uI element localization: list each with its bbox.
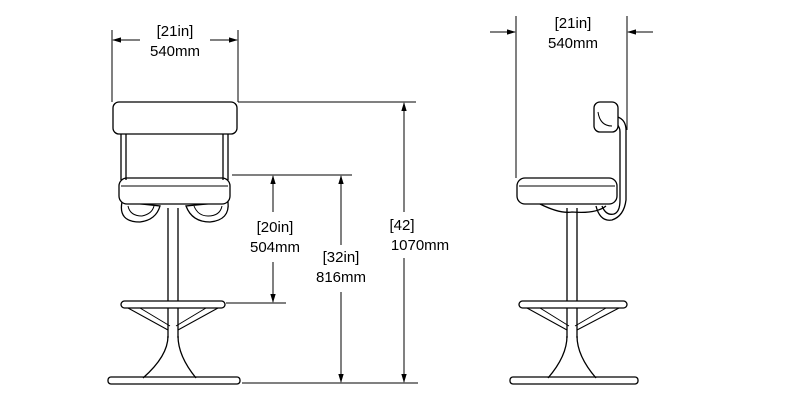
- front-width-mm-label: 540mm: [150, 43, 200, 60]
- bar-height-dimension: [242, 175, 418, 384]
- front-view-stool: [107, 101, 241, 385]
- side-view-stool: [509, 101, 639, 385]
- seat-height-dimension: [226, 174, 352, 304]
- side-width-mm-label: 540mm: [548, 35, 598, 52]
- total-height-in-label: [42]: [389, 217, 414, 234]
- seat-height-in-label: [20in]: [257, 219, 294, 236]
- total-height-mm-label: 1070mm: [391, 237, 449, 254]
- bar-height-in-label: [32in]: [323, 249, 360, 266]
- front-width-dimension: [111, 30, 239, 102]
- seat-height-mm-label: 504mm: [250, 239, 300, 256]
- front-width-in-label: [21in]: [157, 23, 194, 40]
- side-width-in-label: [21in]: [555, 15, 592, 32]
- bar-height-mm-label: 816mm: [316, 269, 366, 286]
- total-height-dimension: [238, 101, 416, 383]
- side-width-dimension: [490, 16, 653, 178]
